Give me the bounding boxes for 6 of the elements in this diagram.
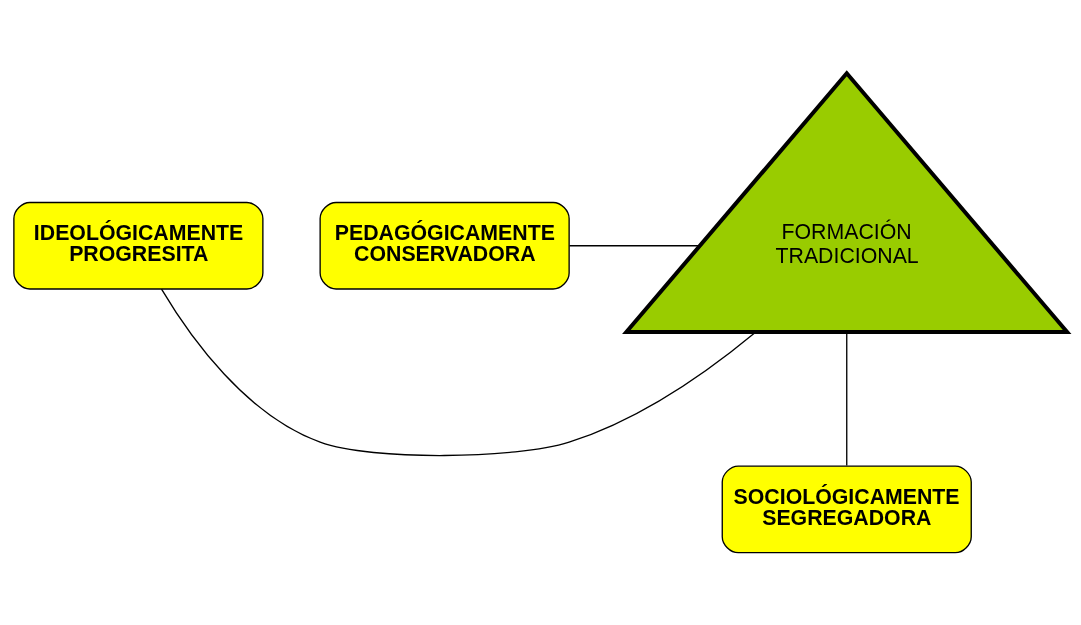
connector bbox=[160, 287, 756, 456]
connector bbox=[568, 244, 701, 246]
node-box: SOCIOLÓGICAMENTE SEGREGADORA bbox=[721, 464, 972, 553]
connector bbox=[846, 331, 848, 466]
node-box: IDEOLÓGICAMENTE PROGRESITA bbox=[13, 201, 264, 290]
node-box: PEDAGÓGICAMENTE CONSERVADORA bbox=[319, 201, 570, 290]
